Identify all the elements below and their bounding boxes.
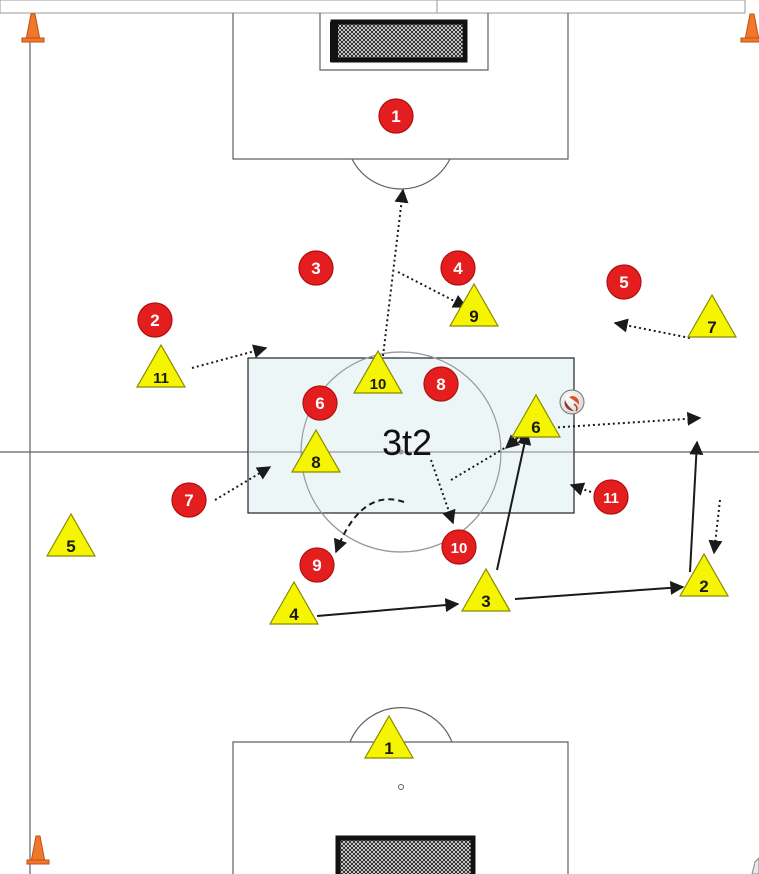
bottom-goal (335, 835, 476, 874)
yellow-player-marker: 7 (686, 293, 738, 338)
yellow-player-marker: 8 (290, 428, 342, 473)
red-player-number: 5 (619, 273, 628, 292)
red-player-marker: 6 (302, 385, 338, 421)
yellow-player-marker: 4 (268, 580, 320, 625)
arrow-4-to-3 (316, 598, 460, 617)
bottom-penalty-arc (349, 706, 453, 743)
red-player-marker: 5 (606, 264, 642, 300)
zone-label: 3t2 (382, 422, 432, 463)
red-player-number: 8 (436, 375, 445, 394)
red-player-number: 6 (315, 394, 324, 413)
yellow-player-marker: 1 (363, 714, 415, 759)
yellow-player-number: 5 (66, 537, 75, 556)
arrow-10-forward (382, 188, 409, 357)
traffic-cone-icon (740, 13, 759, 43)
red-player-marker: 3 (298, 250, 334, 286)
red-player-marker: 4 (440, 250, 476, 286)
red-player-marker: 1 (378, 98, 414, 134)
red-player-marker: 9 (299, 547, 335, 583)
red-player-marker: 8 (423, 366, 459, 402)
red-player-number: 2 (150, 311, 159, 330)
top-goal (330, 19, 468, 63)
arrow-3-to-2 (514, 580, 685, 600)
arrow-red7-into-zone (214, 466, 272, 501)
arrow-right-drop (708, 499, 723, 555)
red-player-number: 3 (311, 259, 320, 278)
yellow-player-number: 9 (469, 307, 478, 326)
top-penalty-area (232, 13, 569, 160)
cone-edge-fragment (751, 857, 759, 874)
top-penalty-arc (351, 158, 451, 190)
yellow-player-number: 2 (699, 577, 708, 596)
arrow-7-inward (613, 318, 691, 339)
top-goal-area (319, 13, 489, 71)
yellow-player-marker: 11 (135, 343, 187, 388)
red-player-marker: 2 (137, 302, 173, 338)
top-strip (0, 0, 746, 14)
arrow-red11-press (569, 482, 592, 496)
yellow-player-marker: 10 (352, 349, 404, 394)
red-player-number: 7 (184, 491, 193, 510)
yellow-player-marker: 6 (510, 393, 562, 438)
yellow-player-marker: 9 (448, 282, 500, 327)
yellow-player-number: 8 (311, 453, 320, 472)
red-player-number: 1 (391, 107, 400, 126)
red-player-number: 4 (453, 259, 463, 278)
yellow-player-number: 6 (531, 418, 540, 437)
arrow-2-up (689, 440, 704, 573)
yellow-player-number: 1 (384, 739, 393, 758)
arrow-6-wide (547, 411, 702, 429)
yellow-player-marker: 5 (45, 512, 97, 557)
red-player-number: 11 (603, 490, 619, 507)
red-player-marker: 10 (441, 529, 477, 565)
yellow-player-number: 10 (370, 376, 387, 393)
traffic-cone-icon (26, 835, 50, 865)
red-player-marker: 11 (593, 479, 629, 515)
red-player-number: 9 (312, 556, 321, 575)
penalty-spot (398, 784, 404, 790)
yellow-player-marker: 3 (460, 567, 512, 612)
zone-3t2: 3t2 (247, 351, 575, 553)
traffic-cone-icon (21, 13, 45, 43)
arrow-red-drop (430, 459, 456, 525)
arrow-curve-9 (333, 498, 405, 554)
yellow-player-number: 11 (153, 370, 169, 387)
yellow-player-number: 7 (707, 318, 716, 337)
yellow-player-number: 4 (289, 605, 299, 624)
red-player-marker: 7 (171, 482, 207, 518)
soccer-ball-icon (559, 389, 585, 415)
red-player-number: 10 (451, 540, 468, 557)
arrow-3-to-6 (496, 430, 532, 571)
yellow-player-number: 3 (481, 592, 490, 611)
yellow-player-marker: 2 (678, 552, 730, 597)
